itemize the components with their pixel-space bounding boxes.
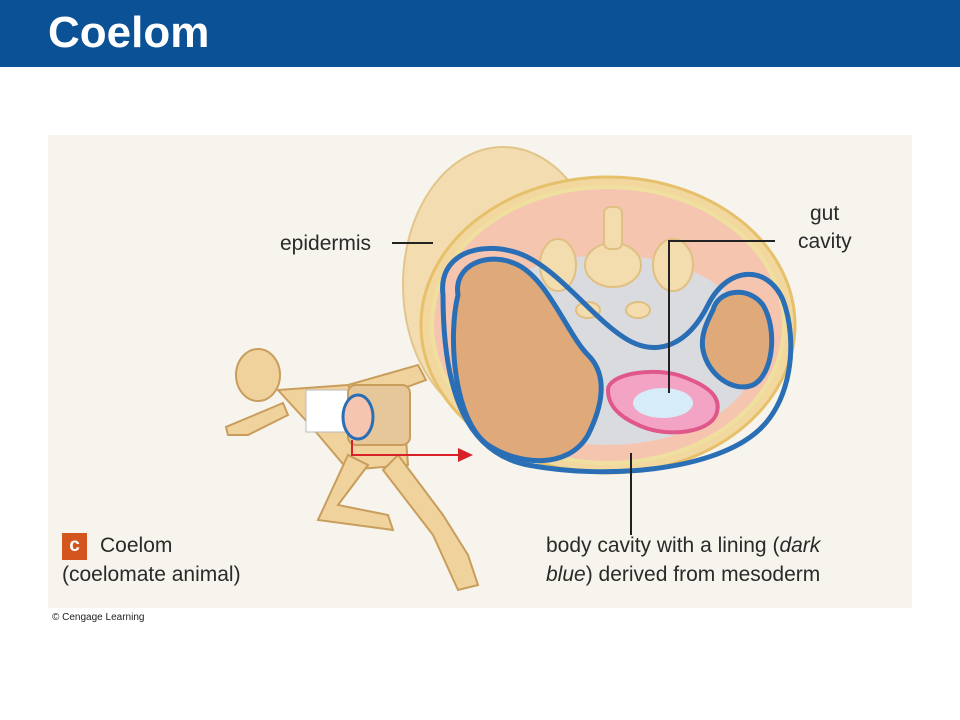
- body-cavity-text-d: ) derived from mesoderm: [585, 563, 821, 586]
- coelom-lining-outer: [440, 245, 794, 475]
- pointer-arrow: [351, 440, 458, 456]
- epidermis-label: epidermis: [280, 232, 372, 255]
- panel-badge: c: [62, 533, 87, 560]
- body-cavity-label-line1: body cavity with a lining (dark: [546, 533, 820, 559]
- arrowhead: [458, 448, 473, 462]
- coelom-illustration: [224, 146, 797, 592]
- coelom-lining-right: [699, 289, 775, 390]
- gut-label-line1: gut: [810, 202, 840, 225]
- page-title: Coelom: [48, 8, 210, 57]
- body-cavity-label-line2: blue) derived from mesoderm: [546, 562, 820, 588]
- gut-label-line2: cavity: [798, 230, 852, 253]
- body-cavity-text-c: blue: [546, 563, 586, 586]
- section-cutaway: [341, 393, 375, 441]
- caption-line1: Coelom: [100, 534, 173, 557]
- diagram-panel: epidermis gut cavity body cavity with a …: [48, 135, 912, 608]
- gut-leader: [668, 240, 775, 393]
- body-cavity-text-a: body cavity with a lining (: [546, 534, 780, 557]
- body-cavity-text-b: dark: [779, 534, 821, 557]
- gut-cavity: [633, 388, 693, 418]
- title-bar: Coelom: [0, 0, 960, 67]
- copyright: © Cengage Learning: [52, 612, 145, 623]
- caption-line2: (coelomate animal): [62, 563, 241, 586]
